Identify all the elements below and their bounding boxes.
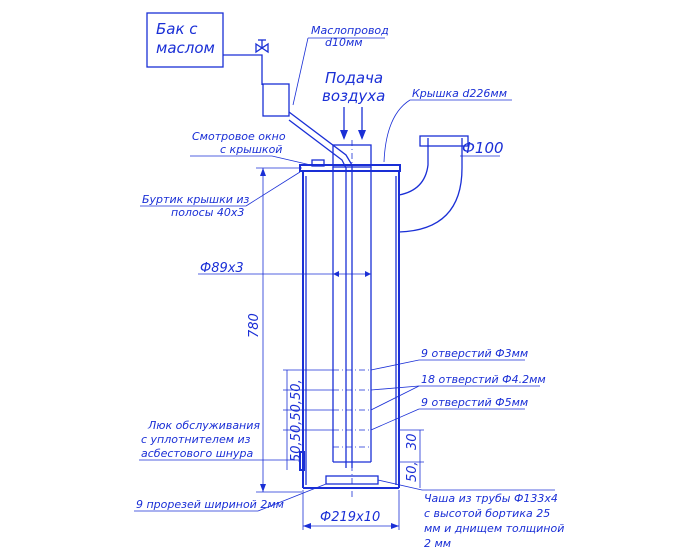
oil-line-from-tank: [223, 54, 263, 85]
dim-30-label: 30: [405, 433, 420, 450]
chimney-pipe-top: [419, 135, 469, 147]
height-780-label: 780: [247, 313, 262, 338]
bowl-label-line4: 2 мм: [424, 537, 451, 550]
pipe-d100-label: Ф100: [462, 139, 504, 157]
hatch-label-line1: Люк обслуживания: [147, 419, 260, 432]
tank-label-line1: Бак с: [156, 20, 198, 38]
holes-3mm-label: 9 отверстий Ф3мм: [421, 347, 528, 360]
tube-d89-label: Ф89х3: [200, 261, 244, 276]
air-supply-line1: Подача: [325, 69, 383, 87]
bowl-label-line3: мм и днищем толщиной: [424, 522, 564, 535]
chimney-elbow: [398, 138, 429, 196]
oil-tank-box: [146, 12, 224, 68]
window-cap: [311, 159, 325, 167]
window-label-line2: с крышкой: [220, 143, 282, 156]
oil-pipe-label-line2: d10мм: [325, 36, 363, 49]
window-label-line1: Смотровое окно: [192, 130, 286, 143]
air-supply-line2: воздуха: [322, 87, 385, 105]
valve-icon: [255, 42, 269, 54]
dim-50-bottom-label: 50,: [405, 461, 420, 482]
hatch-label-line3: асбестового шнура: [141, 447, 253, 460]
oil-pipe-label-line1: Маслопровод: [311, 24, 389, 37]
service-hatch: [299, 451, 305, 471]
slots-label: 9 прорезей шириной 2мм: [136, 498, 284, 511]
rim-label-line1: Буртик крышки из: [142, 193, 250, 206]
outer-d219-label: Ф219х10: [320, 510, 380, 525]
hatch-label-line2: с уплотнителем из: [141, 433, 251, 446]
bowl-label-line1: Чаша из трубы Ф133х4: [424, 492, 558, 505]
bowl-label-line2: с высотой бортика 25: [424, 507, 550, 520]
tank-label-line2: маслом: [156, 39, 215, 57]
oil-pipe: [288, 111, 353, 468]
holes-42mm-label: 18 отверстий Ф4.2мм: [421, 373, 546, 386]
oil-reservoir-small: [262, 83, 290, 117]
lid-label: Крышка d226мм: [412, 87, 507, 100]
rim-label-line2: полосы 40х3: [171, 206, 244, 219]
spacing-dims-label: 50,50,50,50,: [289, 379, 304, 462]
holes-5mm-label: 9 отверстий Ф5мм: [421, 396, 528, 409]
